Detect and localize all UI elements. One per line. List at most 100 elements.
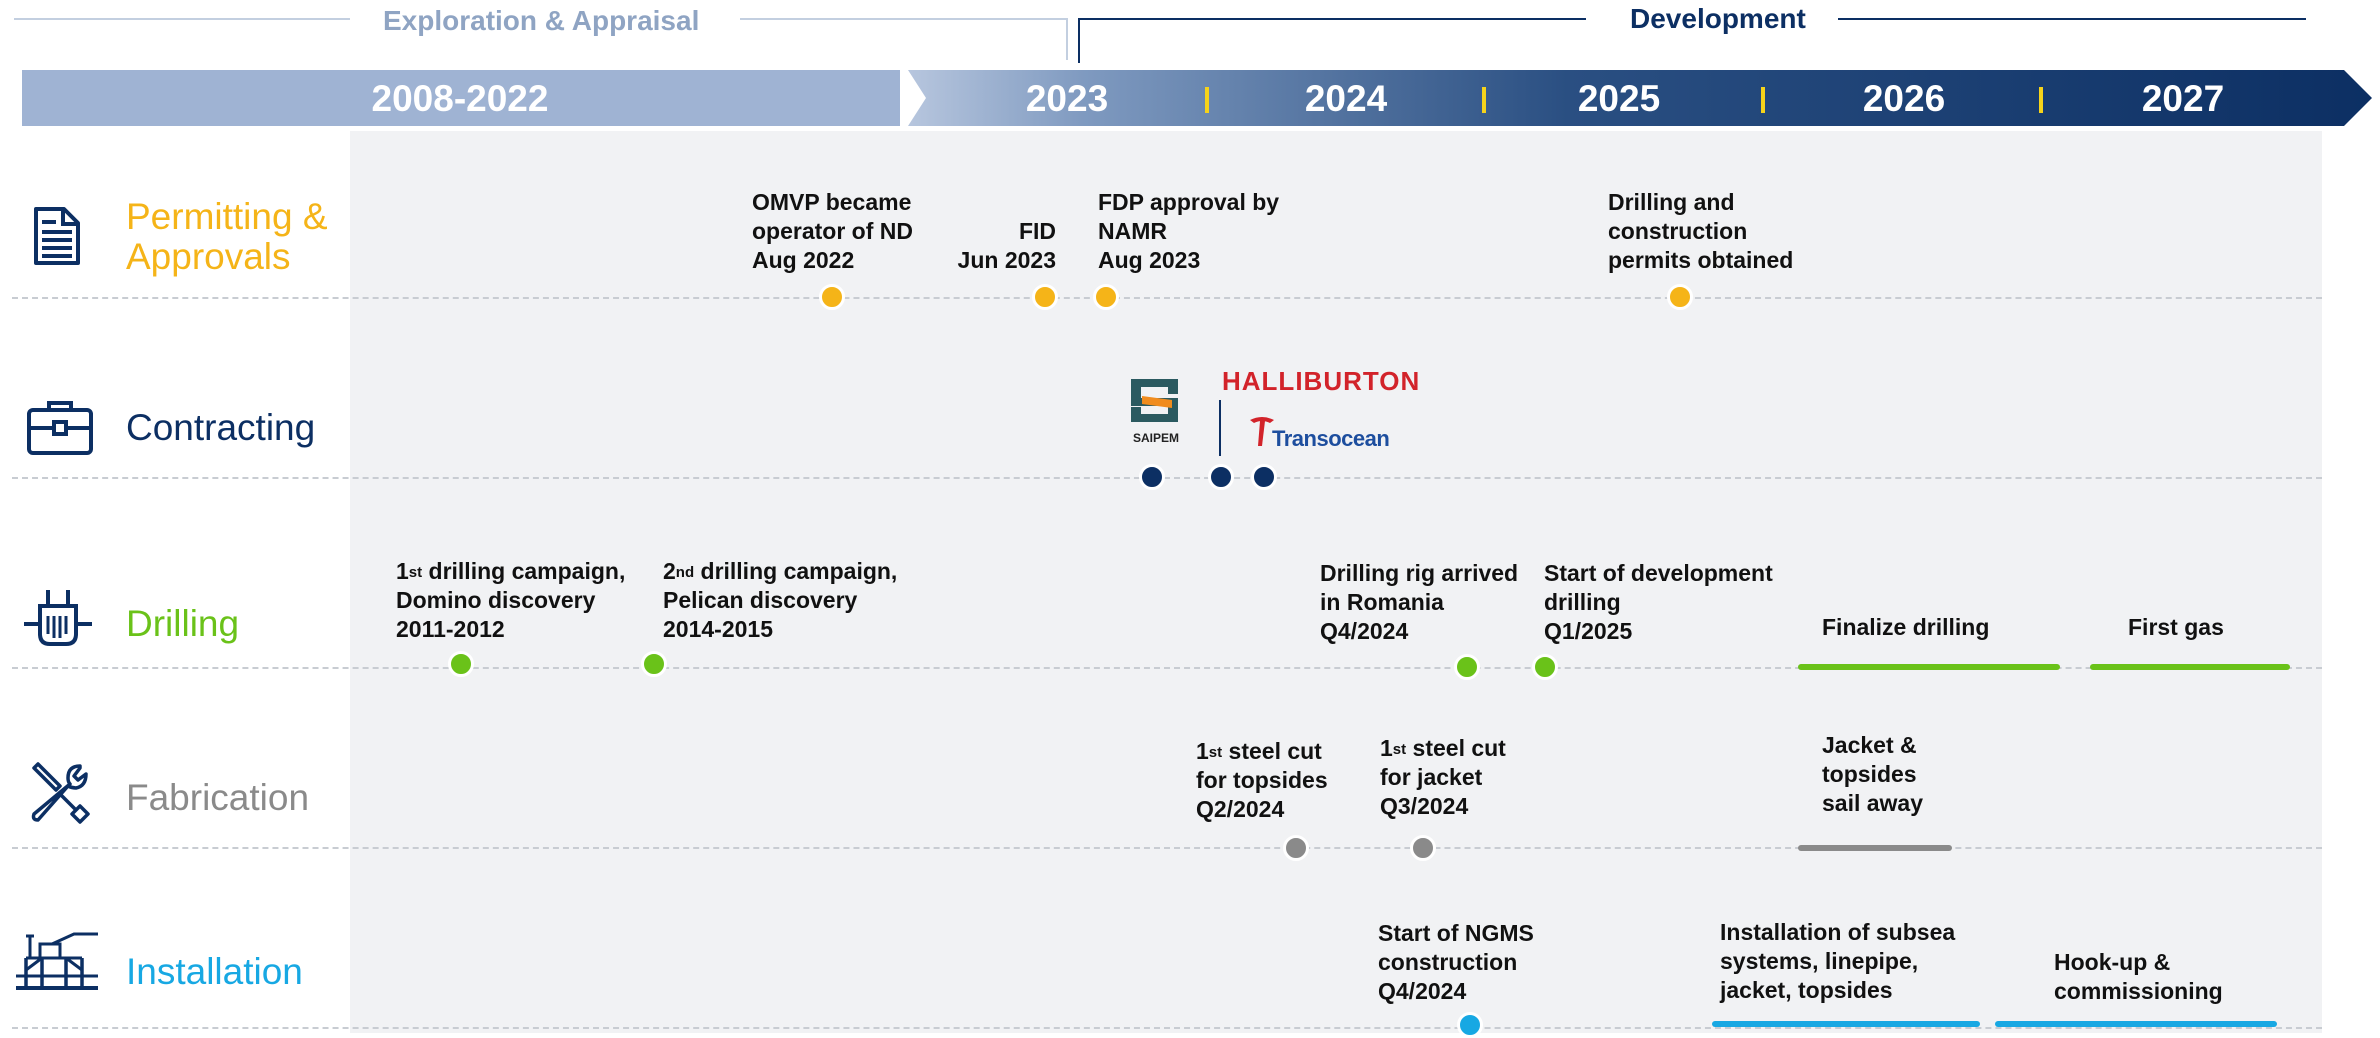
milestone-omvp-operator: OMVP became operator of ND Aug 2022 [752,188,913,275]
milestone-text: Installation of subsea [1720,919,1956,945]
milestone-dot [448,651,474,677]
development-bracket-left [1078,18,1586,20]
milestone-text: 2nd drilling campaign, [663,558,898,584]
milestone-steel-cut-jacket: 1st steel cut for jacket Q3/2024 [1380,734,1506,821]
halliburton-logo: HALLIBURTON [1222,366,1421,396]
milestone-date: Aug 2023 [1098,247,1201,273]
milestone-dot [1454,654,1480,680]
milestone-date: Q4/2024 [1378,978,1467,1004]
milestone-text: sail away [1822,790,1924,816]
milestone-date: Q2/2024 [1196,796,1285,822]
exploration-bracket-right [740,18,1068,20]
milestone-dot [1410,835,1436,861]
year-2025: 2025 [1577,78,1661,119]
year-separator [2039,87,2043,113]
milestone-text: for jacket [1380,764,1483,790]
milestone-dot [1251,464,1277,490]
timeline-panel [350,131,2322,1033]
briefcase-icon [27,401,93,455]
milestone-date: Q4/2024 [1320,618,1409,644]
milestone-text: topsides [1822,761,1917,787]
category-contracting: Contracting [126,407,316,448]
year-2026: 2026 [1862,78,1946,119]
milestone-text: Drilling rig arrived [1320,560,1519,586]
exploration-bracket-end [1066,18,1068,60]
milestone-permits-obtained: Drilling and construction permits obtain… [1608,188,1793,275]
transocean-t-icon [1250,417,1274,446]
first-gas-bar [2090,664,2290,670]
exploration-bracket-left [14,18,350,20]
milestone-first-gas: First gas [2128,614,2224,640]
exploration-band [22,70,900,126]
milestone-date: Jun 2023 [957,247,1056,273]
transocean-logo: Transocean [1272,426,1390,451]
hookup-commissioning-bar [1995,1021,2277,1027]
milestone-dot [1532,654,1558,680]
milestone-text: 1st steel cut [1196,738,1322,764]
milestone-fdp-approval: FDP approval by NAMR Aug 2023 [1098,188,1279,275]
category-drilling: Drilling [126,603,240,644]
milestone-text: Start of development [1544,560,1773,586]
row-divider [12,1027,2322,1029]
offshore-platform-icon [16,932,98,990]
category-label-line: Approvals [126,236,291,277]
milestone-dot [1032,284,1058,310]
milestone-text: Jacket & [1822,732,1917,758]
milestone-text: Hook-up & [2054,949,2171,975]
row-divider [12,297,2322,299]
milestone-dot [1457,1012,1483,1038]
wrench-screwdriver-icon [31,762,90,824]
milestone-hookup-commissioning: Hook-up & commissioning [2054,948,2223,1006]
milestone-rig-arrived: Drilling rig arrived in Romania Q4/2024 [1320,559,1518,646]
category-label-line: Permitting & [126,196,328,237]
milestone-dot [1283,835,1309,861]
milestone-text: Drilling and [1608,189,1735,215]
milestone-steel-cut-topsides: 1st steel cut for topsides Q2/2024 [1196,737,1328,824]
milestone-text: in Romania [1320,589,1444,615]
saipem-logo-text: SAIPEM [1133,431,1179,445]
year-separator [1761,87,1765,113]
year-2027: 2027 [2141,78,2225,119]
row-divider [12,667,2322,669]
year-separator [1482,87,1486,113]
milestone-text: FID [1018,218,1056,244]
logo-separator [1219,400,1221,456]
finalize-drilling-bar [1798,664,2060,670]
milestone-text: 1st drilling campaign, [396,558,626,584]
milestone-date: Q1/2025 [1544,618,1633,644]
milestone-text: operator of ND [752,218,913,244]
year-2023: 2023 [1025,78,1109,119]
milestone-start-development-drilling: Start of development drilling Q1/2025 [1544,559,1773,646]
milestone-text: construction [1608,218,1748,244]
milestone-sail-away: Jacket & topsides sail away [1822,731,1923,818]
milestone-fid: FID Jun 2023 [952,217,1056,275]
exploration-phase-label: Exploration & Appraisal [383,5,700,36]
milestone-date: Q3/2024 [1380,793,1469,819]
development-bracket-start [1078,18,1080,63]
year-2024: 2024 [1304,78,1388,119]
sail-away-bar [1798,845,1952,851]
milestone-dot [1667,284,1693,310]
milestone-text: Start of NGMS [1378,920,1534,946]
category-fabrication: Fabrication [126,777,310,818]
drilling-rig-icon [24,590,92,646]
milestone-date: Aug 2022 [752,247,855,273]
row-divider [12,477,2322,479]
milestone-text: Domino discovery [396,587,596,613]
milestone-dot [1208,464,1234,490]
milestone-dot [1139,464,1165,490]
year-2008-2022: 2008-2022 [371,78,549,119]
milestone-text: 1st steel cut [1380,735,1506,761]
saipem-logo: SAIPEM [1131,379,1179,445]
milestone-text: construction [1378,949,1518,975]
milestone-text: FDP approval by [1098,189,1280,215]
development-arrow [908,70,2372,126]
milestone-subsea-installation: Installation of subsea systems, linepipe… [1720,918,1955,1005]
milestone-finalize-drilling: Finalize drilling [1822,614,1990,640]
milestone-first-drilling-campaign: 1st drilling campaign, Domino discovery … [396,557,625,644]
milestone-text: OMVP became [752,189,912,215]
milestone-dot [819,284,845,310]
milestone-date: 2014-2015 [663,616,773,642]
document-icon [34,207,80,265]
subsea-installation-bar [1712,1021,1980,1027]
